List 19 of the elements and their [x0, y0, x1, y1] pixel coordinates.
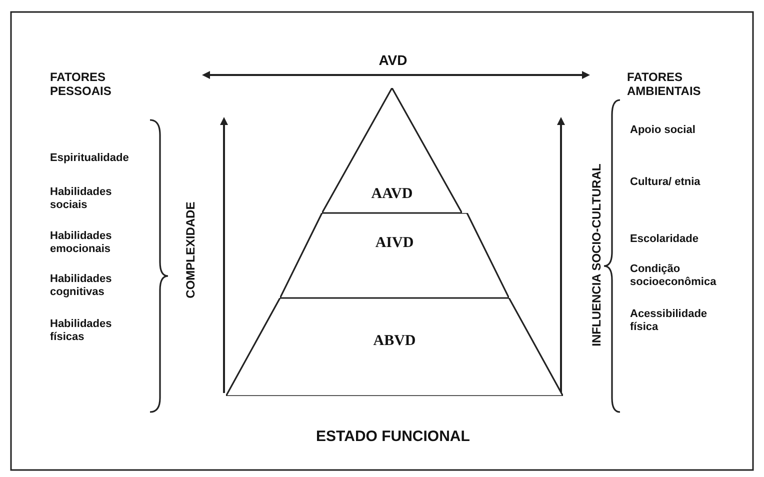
column-heading: FATORES AMBIENTAIS	[627, 70, 702, 98]
factor-label: Habilidades cognitivas	[50, 273, 113, 299]
factor-label: Escolaridade	[630, 233, 700, 246]
tier-label: ABVD	[372, 333, 417, 350]
heading: AVD	[378, 52, 408, 68]
factor-label: Condição socioeconômica	[630, 263, 718, 289]
factor-label: Espiritualidade	[50, 152, 130, 165]
factor-label: Habilidades sociais	[50, 186, 113, 212]
factor-label: Habilidades físicas	[50, 318, 113, 344]
factor-label: Habilidades emocionais	[50, 230, 113, 256]
axis-label: INFLUENCIA SOCIO-CULTURAL	[588, 164, 603, 346]
tier-label: AIVD	[374, 235, 415, 252]
tier-label: AAVD	[370, 186, 414, 203]
factor-label: Apoio social	[630, 124, 696, 137]
factor-label: Acessibilidade física	[630, 308, 708, 334]
column-heading: FATORES PESSOAIS	[50, 70, 112, 98]
axis-label: COMPLEXIDADE	[182, 202, 197, 298]
caption-label: ESTADO FUNCIONAL	[315, 428, 471, 445]
factor-label: Cultura/ etnia	[630, 176, 702, 189]
